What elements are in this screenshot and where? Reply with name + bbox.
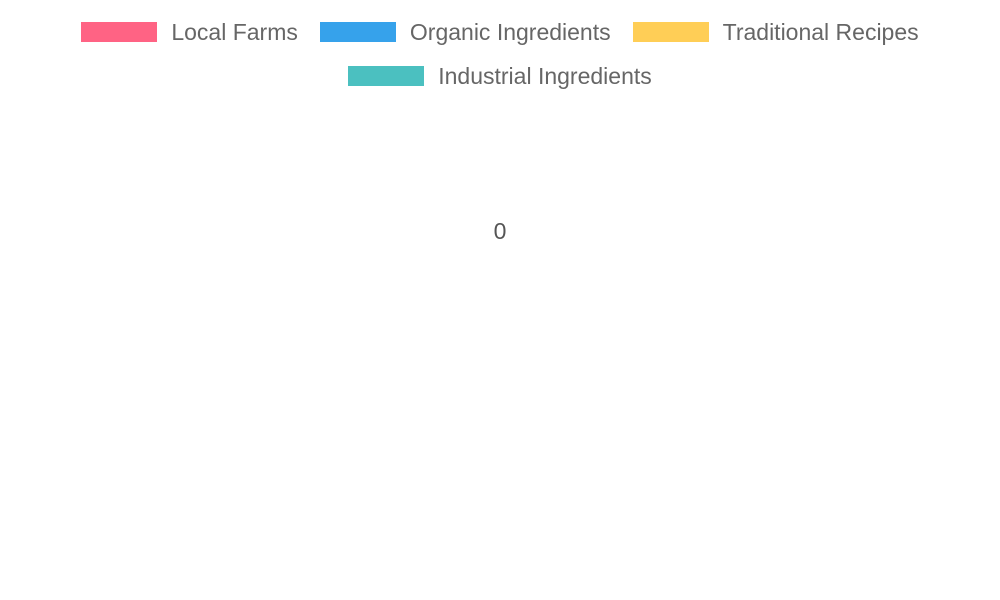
legend-row-2: Industrial Ingredients xyxy=(0,62,1000,90)
legend-item-industrial-ingredients[interactable]: Industrial Ingredients xyxy=(348,63,652,90)
legend-label-local-farms: Local Farms xyxy=(171,18,298,45)
legend-label-industrial-ingredients: Industrial Ingredients xyxy=(438,62,652,89)
legend-row-1: Local Farms Organic Ingredients Traditio… xyxy=(0,18,1000,46)
legend-item-organic-ingredients[interactable]: Organic Ingredients xyxy=(319,18,611,46)
legend-swatch-traditional-recipes xyxy=(632,22,709,42)
legend-swatch-organic-ingredients xyxy=(319,22,396,42)
legend-label-organic-ingredients: Organic Ingredients xyxy=(409,18,611,45)
legend-item-local-farms[interactable]: Local Farms xyxy=(81,19,298,46)
legend-swatch-industrial-ingredients xyxy=(348,66,425,86)
legend-swatch-local-farms xyxy=(81,22,158,42)
legend-label-traditional-recipes: Traditional Recipes xyxy=(722,18,919,45)
chart-value-label: 0 xyxy=(493,218,507,244)
legend-item-traditional-recipes[interactable]: Traditional Recipes xyxy=(632,18,919,46)
